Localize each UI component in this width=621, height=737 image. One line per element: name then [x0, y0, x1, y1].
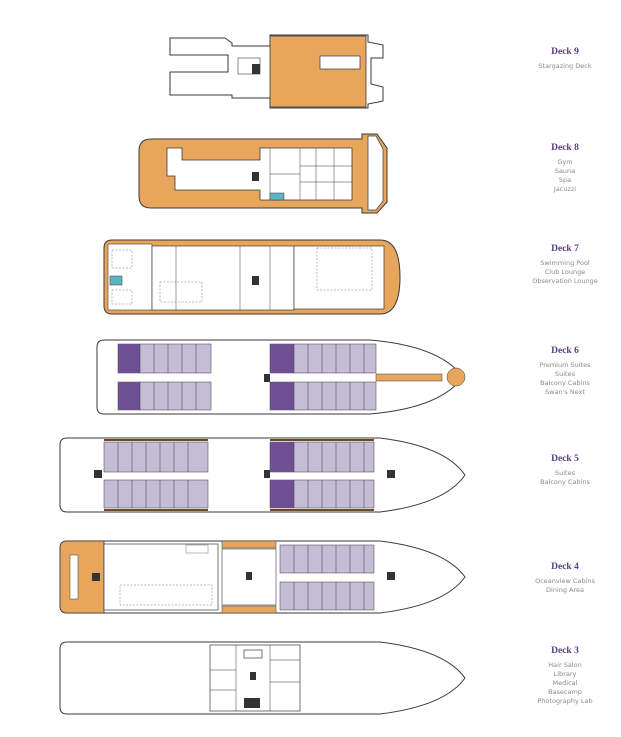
deck-4-line-1: Oceanview Cabins [535, 577, 595, 585]
deck-6-label: Deck 6 Premium Suites Suites Balcony Cab… [515, 346, 615, 397]
deck-4-label: Deck 4 Oceanview Cabins Dining Area [515, 562, 615, 595]
deck-7-plan [103, 239, 401, 315]
deck-6-line-4: Swan's Next [545, 388, 585, 396]
deck-3-line-4: Basecamp [548, 688, 582, 696]
deck-7-line-3: Observation Lounge [532, 277, 598, 285]
deck-6-title: Deck 6 [551, 346, 579, 356]
deck-6-line-1: Premium Suites [539, 361, 591, 369]
deck-7-title: Deck 7 [551, 244, 579, 254]
deck-8-line-3: Spa [558, 176, 572, 184]
deck-3-line-3: Medical [552, 679, 578, 687]
deck-8-label: Deck 8 Gym Sauna Spa Jacuzzi [515, 143, 615, 194]
deck-6-plan [96, 339, 466, 415]
deck-3-line-5: Photography Lab [537, 697, 593, 705]
deck-5-line-1: Suites [555, 469, 575, 477]
deck-5-plan [59, 437, 466, 513]
deck-4-title: Deck 4 [551, 562, 579, 572]
deck-8-plan [138, 133, 388, 214]
deck-7-line-1: Swimming Pool [540, 259, 590, 267]
deck-7-line-2: Club Lounge [544, 268, 586, 276]
deck-5-line-2: Balcony Cabins [540, 478, 590, 486]
deck-8-line-1: Gym [557, 158, 573, 166]
deck-6-line-2: Suites [555, 370, 575, 378]
deck-3-line-1: Hair Salon [548, 661, 582, 669]
deck-3-label: Deck 3 Hair Salon Library Medical Baseca… [515, 646, 615, 706]
deck-3-plan [59, 641, 466, 715]
deck-9-line-1: Stargazing Deck [538, 62, 592, 70]
deck-9-title: Deck 9 [551, 47, 579, 57]
deck-4-line-2: Dining Area [545, 586, 584, 594]
deck-5-title: Deck 5 [551, 454, 579, 464]
deck-8-title: Deck 8 [551, 143, 579, 153]
deck-8-line-2: Sauna [554, 167, 576, 175]
deck-7-label: Deck 7 Swimming Pool Club Lounge Observa… [515, 244, 615, 286]
deck-4-plan [59, 540, 466, 614]
deck-3-line-2: Library [553, 670, 577, 678]
deck-3-title: Deck 3 [551, 646, 579, 656]
deck-5-label: Deck 5 Suites Balcony Cabins [515, 454, 615, 487]
deck-9-plan [169, 34, 384, 109]
deck-9-label: Deck 9 Stargazing Deck [515, 47, 615, 71]
deck-6-line-3: Balcony Cabins [540, 379, 590, 387]
deck-8-line-4: Jacuzzi [553, 185, 577, 193]
